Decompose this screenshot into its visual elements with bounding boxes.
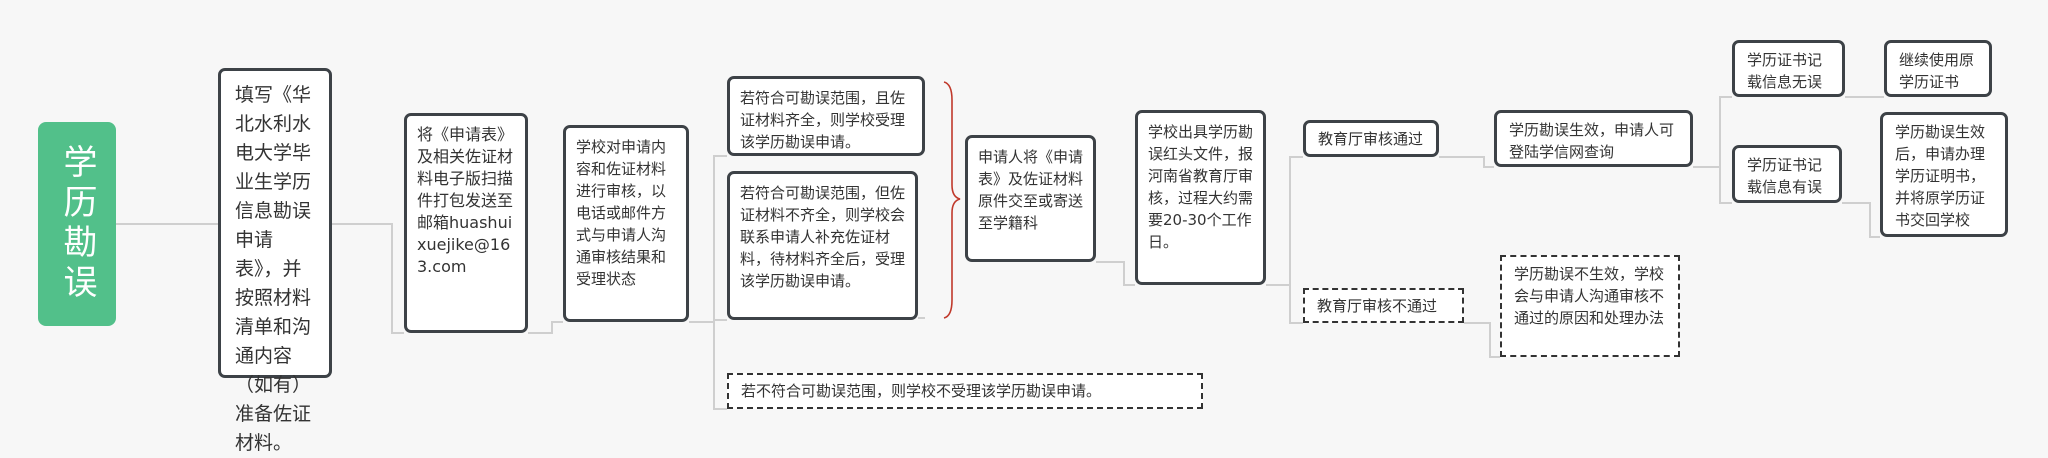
- node-school-issue[interactable]: 学校出具学历勘误红头文件，报河南省教育厅审核，过程大约需要20-30个工作日。: [1135, 110, 1266, 285]
- node-cert-wrong[interactable]: 学历证书记载信息有误: [1732, 145, 1842, 203]
- node-effective[interactable]: 学历勘误生效，申请人可登陆学信网查询: [1494, 110, 1693, 167]
- node-accept-complete[interactable]: 若符合可勘误范围，且佐证材料齐全，则学校受理该学历勘误申请。: [727, 76, 925, 156]
- node-send-email[interactable]: 将《申请表》及相关佐证材料电子版扫描件打包发送至邮箱huashuixuejike…: [404, 113, 528, 333]
- node-submit-originals[interactable]: 申请人将《申请表》及佐证材料原件交至或寄送至学籍科: [965, 135, 1096, 262]
- node-apply-proof[interactable]: 学历勘误生效后，申请办理学历证明书，并将原学历证书交回学校: [1880, 112, 2008, 237]
- connector-lines: [116, 81, 1884, 410]
- node-not-accepted[interactable]: 若不符合可勘误范围，则学校不受理该学历勘误申请。: [727, 373, 1203, 409]
- brace: [943, 81, 961, 319]
- node-not-effective[interactable]: 学历勘误不生效，学校会与申请人沟通审核不通过的原因和处理办法: [1500, 255, 1680, 357]
- node-fill-form[interactable]: 填写《华北水利水电大学毕业生学历信息勘误申请表》，并按照材料清单和沟通内容（如有…: [218, 68, 332, 454]
- root-label: 学历勘误: [57, 144, 97, 304]
- root-node[interactable]: 学历勘误: [38, 122, 116, 326]
- node-school-review[interactable]: 学校对申请内容和佐证材料进行审核，以电话或邮件方式与申请人沟通审核结果和受理状态: [563, 125, 689, 322]
- node-dept-fail[interactable]: 教育厅审核不通过: [1303, 288, 1464, 323]
- node-cert-correct[interactable]: 学历证书记载信息无误: [1732, 40, 1845, 97]
- node-keep-cert[interactable]: 继续使用原学历证书: [1884, 40, 1992, 97]
- node-dept-pass[interactable]: 教育厅审核通过: [1303, 120, 1439, 157]
- node-accept-incomplete[interactable]: 若符合可勘误范围，但佐证材料不齐全，则学校会联系申请人补充佐证材料，待材料齐全后…: [727, 171, 918, 320]
